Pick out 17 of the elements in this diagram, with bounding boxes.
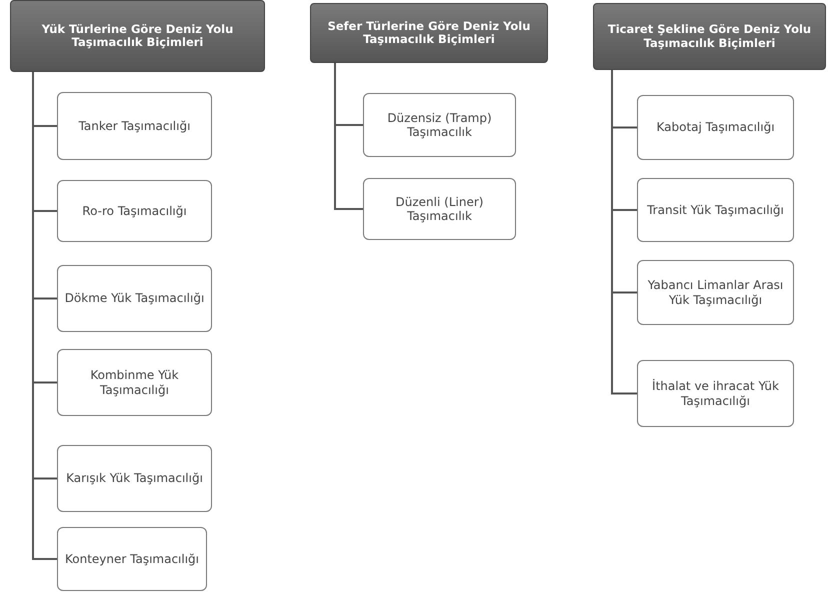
category-box: Düzenli (Liner) Taşımacılık	[363, 178, 516, 240]
category-box: Dökme Yük Taşımacılığı	[57, 265, 212, 332]
connector-line	[611, 70, 637, 394]
category-box: Karışık Yük Taşımacılığı	[57, 445, 212, 512]
heading-box: Ticaret Şekline Göre Deniz Yolu Taşımacılık Biçimleri	[593, 3, 826, 70]
connector-line	[334, 63, 363, 210]
category-box: Konteyner Taşımacılığı	[57, 527, 207, 591]
category-box: Düzensiz (Tramp) Taşımacılık	[363, 93, 516, 157]
heading-box: Yük Türlerine Göre Deniz Yolu Taşımacılık Biçimleri	[10, 0, 265, 72]
category-box: Ro-ro Taşımacılığı	[57, 180, 212, 242]
category-box: Tanker Taşımacılığı	[57, 92, 212, 160]
category-box: Transit Yük Taşımacılığı	[637, 178, 794, 242]
category-box: İthalat ve ihracat Yük Taşımacılığı	[637, 360, 794, 427]
category-box: Kabotaj Taşımacılığı	[637, 95, 794, 160]
category-box: Kombinme Yük Taşımacılığı	[57, 349, 212, 416]
category-box: Yabancı Limanlar Arası Yük Taşımacılığı	[637, 260, 794, 325]
heading-box: Sefer Türlerine Göre Deniz Yolu Taşımacılık Biçimleri	[310, 3, 548, 63]
